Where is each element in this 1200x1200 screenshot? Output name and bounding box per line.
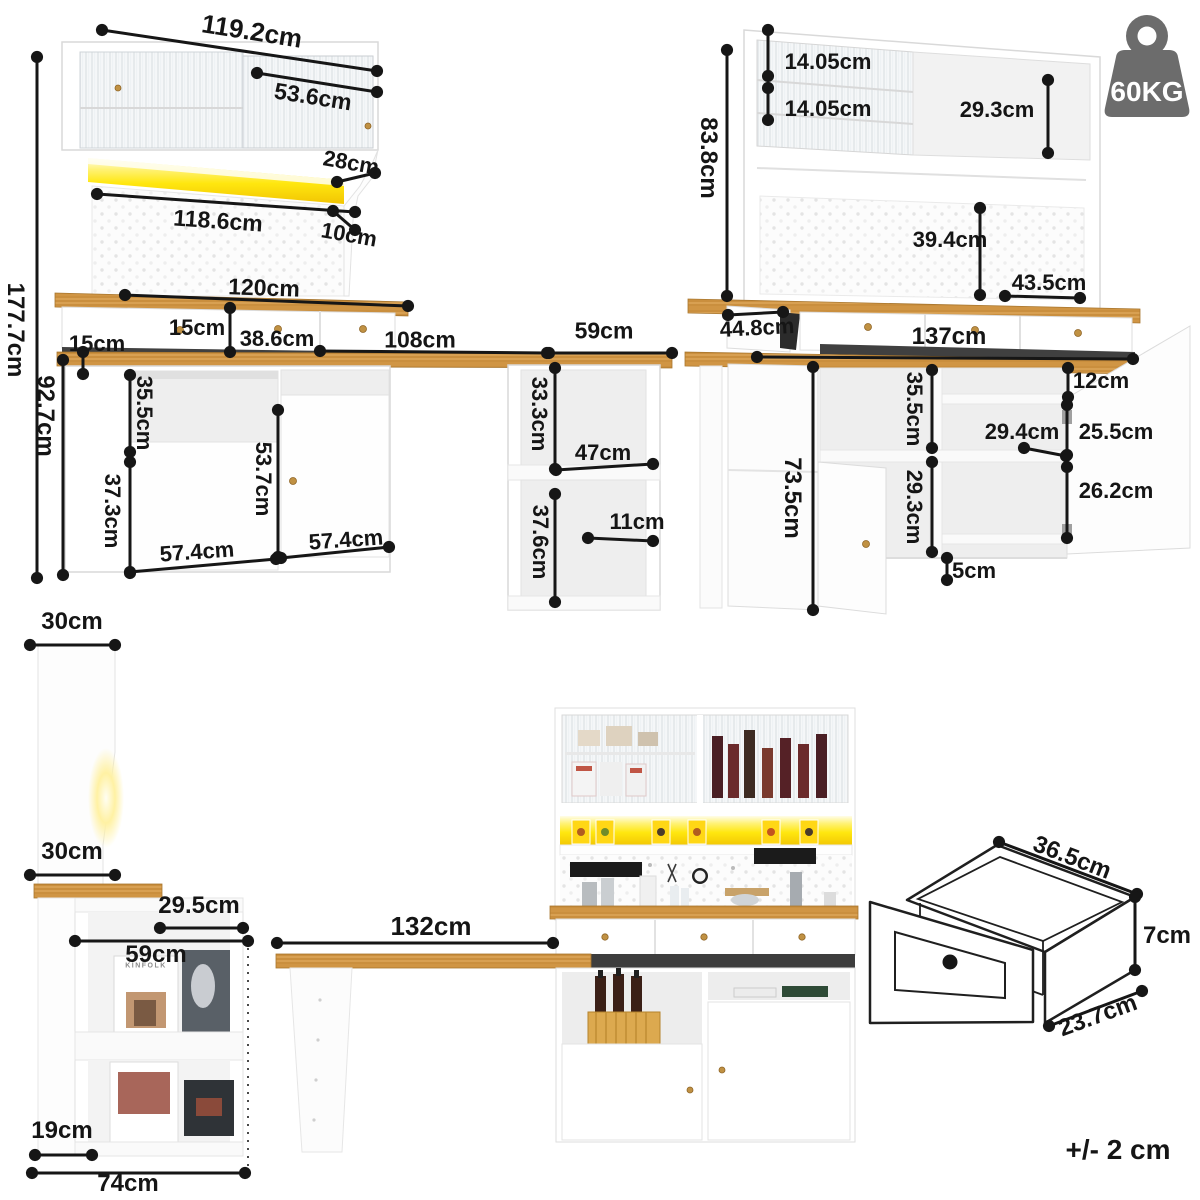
dim-back-bottom-compartment: 26.2cm [1078,478,1154,503]
dim-front-base-height: 92.7cm [32,375,59,457]
wall-shelf-black [754,848,816,864]
dim-back-hutch-depth: 43.5cm [1011,270,1087,295]
dim-side-top-depth: 30cm [41,608,103,635]
dim-front-leg-shelf-width: 47cm [574,440,632,465]
side-desk-edge [33,883,163,899]
dim-front-left-section-width: 57.4cm [158,536,236,567]
dim-photo-desk-length: 132cm [390,911,472,941]
dim-side-shelf-depth: 29.5cm [158,892,240,919]
dim-front-right-door-height: 53.7cm [251,441,276,517]
wall-shelf-black [570,862,642,877]
dim-back-middle-compartment: 25.5cm [1078,419,1154,444]
dim-front-countertop-width: 120cm [227,273,301,302]
scissors [667,863,677,883]
photo-desk-leg [289,967,353,1153]
right-door [280,394,390,558]
open-door-left [817,461,887,615]
dim-front-total-height: 177.7cm [2,282,29,378]
led-glow [88,748,124,848]
dim-front-desk-length: 108cm [384,326,456,353]
photo-view [270,707,859,1153]
dim-side-rack-depth: 19cm [31,1117,93,1144]
bottle-basket [587,1011,661,1045]
dim-drawer-height: 7cm [1142,922,1192,949]
glass-panel-left [79,51,244,149]
front-view-diagram [30,23,679,611]
dim-front-right-section-width: 57.4cm [307,524,385,555]
side-dimension-lines [23,638,255,1180]
poster-cards [571,819,819,845]
dim-back-middle-shelf-height: 14.05cm [784,96,872,121]
left-door [129,441,279,571]
dim-back-upper-compartment: 35.5cm [902,371,927,447]
back-view-diagram [684,15,1191,617]
dim-back-lower-compartment: 29.3cm [902,469,927,545]
photo-pullout-desk [275,953,592,969]
dim-back-toe-kick: 5cm [951,558,997,583]
dim-back-side-board-depth: 44.8cm [719,313,795,342]
desk-leg-back [699,365,723,609]
dim-back-top-shelf-height: 14.05cm [784,49,872,74]
dim-back-hutch-height: 83.8cm [695,117,722,199]
counter-items [582,872,836,908]
tolerance-note: +/- 2 cm [1065,1134,1171,1165]
dim-side-middle-depth: 30cm [41,838,103,865]
open-shelf [129,370,279,443]
photo-countertop [549,905,859,920]
dim-front-open-shelf-height: 35.5cm [132,375,157,451]
drawer-knob [942,954,958,970]
dim-front-leg-lower-height: 37.6cm [528,504,553,580]
dim-back-base-height: 73.5cm [779,457,806,539]
dim-front-counter-clearance: 15cm [68,331,126,356]
dim-back-shelf-depth: 29.4cm [984,419,1060,444]
dim-side-desktop-depth: 59cm [125,941,187,968]
dim-front-leg-unit-width: 59cm [574,317,634,344]
drawer-detail-diagram [868,835,1149,1033]
side-view-diagram [23,638,255,1180]
weight-badge-label: 60KG [1110,76,1184,107]
photo-right-door [707,1001,851,1141]
drawer-dimension-lines [992,835,1149,1033]
photo-left-door [561,1043,703,1141]
dim-front-left-door-height: 37.3cm [100,473,125,549]
dim-back-right-shelf-height: 29.3cm [959,97,1035,122]
dim-back-pegboard-height: 39.4cm [912,227,988,252]
dim-back-top-gap: 12cm [1072,368,1130,393]
dim-front-drawer-height: 15cm [168,315,226,340]
dim-front-leg-shelf-depth: 11cm [609,509,665,534]
dim-front-leg-upper-height: 33.3cm [527,376,552,452]
magazine-title-text: KINFOLK [125,962,167,970]
dim-front-drawer-width: 38.6cm [239,326,315,351]
front-dimension-lines [30,23,679,609]
dim-front-pegboard-width: 118.6cm [172,204,264,237]
dim-side-total-depth: 74cm [97,1170,159,1197]
dim-back-cabinet-width: 137cm [911,323,987,350]
back-dimension-lines [720,23,1140,617]
weight-capacity-icon [1104,15,1190,117]
